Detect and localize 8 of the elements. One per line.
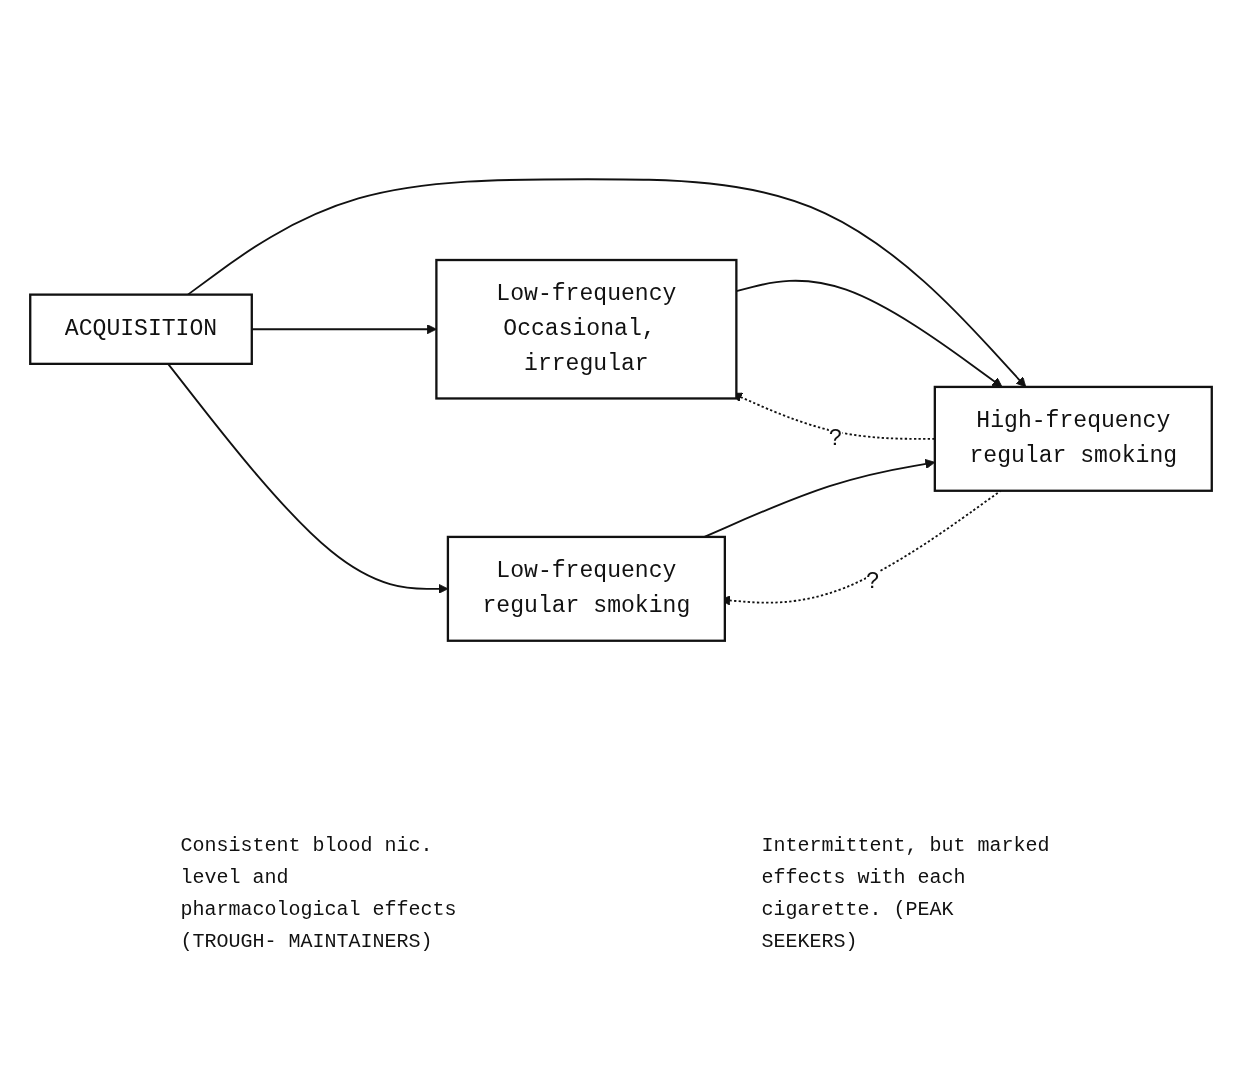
note-text: Consistent blood nic. level and pharmacological effects (TROUGH- MAINTAINERS) — [180, 833, 458, 955]
node-box: ACQUISITION — [29, 293, 253, 365]
node-box: Low-frequency regular smoking — [446, 535, 726, 642]
edge-label: ? — [866, 568, 880, 595]
edge-label: ? — [828, 425, 843, 452]
node-box: High-frequency regular smoking — [933, 385, 1213, 492]
note-text: Intermittent, but marked effects with each cigarette. (PEAK SEEKERS) — [761, 833, 1051, 955]
node-box: Low-frequency Occasional, irregular — [435, 258, 738, 400]
